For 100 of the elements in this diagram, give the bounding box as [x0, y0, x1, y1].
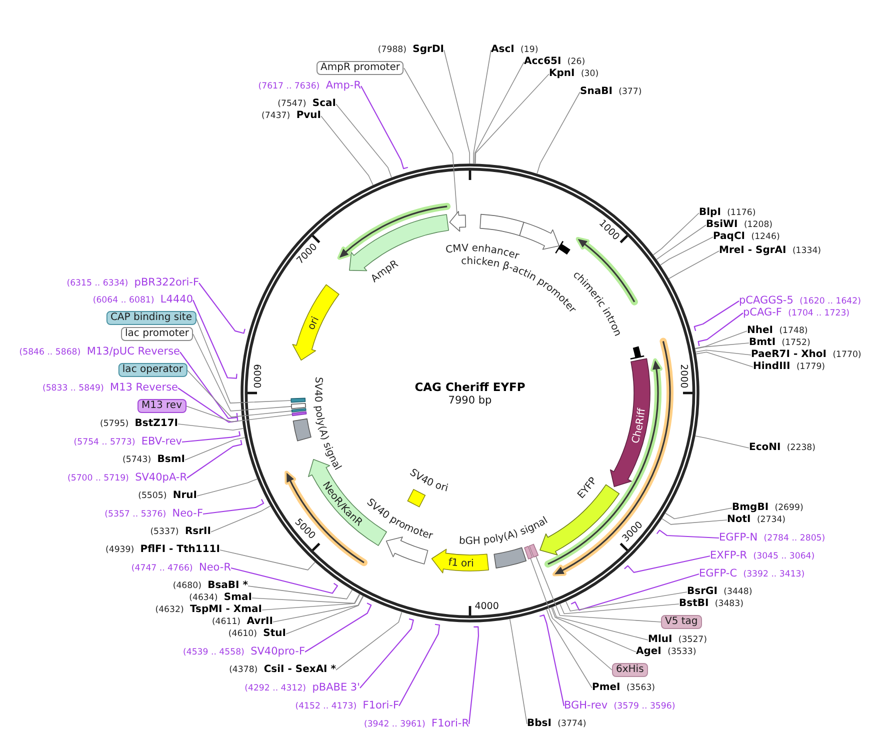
feature-label: f1 ori: [448, 557, 474, 570]
feature-tag: lac operator: [118, 363, 187, 377]
leader-line: [360, 86, 408, 170]
enzyme-label: NheI (1748): [747, 325, 808, 337]
tick-label: 2000: [678, 364, 689, 388]
leader-line: [652, 212, 700, 256]
leader-line: [509, 618, 528, 724]
leader-line: [560, 604, 680, 614]
primer-label: (4292 .. 4312) pBABE 3': [244, 682, 360, 694]
enzyme-label: BbsI (3774): [527, 718, 586, 730]
primer-label: pCAG-F (1704 .. 1723): [743, 306, 850, 320]
leader-line: [192, 300, 238, 379]
feature-label: ori: [306, 315, 322, 332]
leader-line: [252, 594, 360, 604]
primer-label: (3942 .. 3961) F1ori-R: [364, 718, 469, 730]
leader-line: [552, 606, 648, 640]
enzyme-label: BstBI (3483): [679, 598, 744, 610]
leader-line: [444, 50, 470, 164]
feature-mark: [291, 408, 306, 412]
leader-line: [202, 498, 264, 515]
enzyme-label: (4632) TspMI - XmaI: [155, 604, 262, 616]
enzyme-label: (5337) RsrII: [150, 526, 211, 538]
leader-line: [624, 555, 710, 573]
primer-label: (5357 .. 5376) Neo-F: [104, 508, 203, 520]
leader-line: [656, 530, 720, 539]
primer-label: EXFP-R (3045 .. 3064): [710, 550, 815, 562]
enzyme-label: (5795) BstZ17I: [100, 418, 178, 430]
enzyme-label: (4939) PflFI - Tth111I: [106, 544, 220, 556]
primer-label: BGH-rev (3579 .. 3596): [564, 700, 676, 712]
leader-line: [178, 424, 244, 431]
leader-line: [360, 618, 414, 688]
feature-label: SV40 ori: [408, 467, 450, 494]
primer-label: (5754 .. 5773) EBV-rev: [74, 436, 182, 448]
primer-label: (4539 .. 4558) SV40pro-F: [183, 646, 305, 658]
primer-label: (7617 .. 7636) Amp-R: [258, 80, 361, 92]
primer-label: (5700 .. 5719) SV40pA-R: [68, 472, 187, 484]
feature-mark: [290, 402, 306, 409]
leader-line: [180, 352, 238, 419]
primer-label: (5846 .. 5868) M13/pUC Reverse: [19, 346, 180, 358]
enzyme-label: BmgBI (2699): [732, 502, 804, 514]
enzyme-label: (7547) ScaI: [278, 98, 336, 110]
feature-band: [431, 548, 489, 574]
enzyme-label: (4634) SmaI: [189, 592, 252, 604]
leader-line: [186, 370, 292, 418]
leader-line: [694, 342, 750, 350]
primer-label: (6064 .. 6081) L4440: [92, 294, 193, 306]
enzyme-label: HindIII (1779): [753, 361, 826, 373]
leader-line: [186, 440, 242, 478]
leader-line: [698, 312, 744, 346]
tick-label: 6000: [251, 364, 262, 388]
leader-line: [656, 224, 706, 260]
feature-band: [292, 284, 340, 361]
feature-box: [292, 376, 343, 472]
enzyme-label: AgeI (3533): [636, 646, 696, 658]
feature-mark: [292, 411, 307, 416]
leader-line: [566, 592, 688, 612]
primer-label: pCAGGS-5 (1620 .. 1642): [739, 294, 861, 308]
leader-line: [398, 624, 440, 706]
feature-band: [364, 496, 434, 564]
enzyme-label: BsrGI (3448): [687, 586, 752, 598]
leader-line: [546, 608, 592, 688]
enzyme-label: PaeR7I - XhoI (1770): [751, 349, 862, 361]
enzyme-label: BsiWI (1208): [706, 219, 773, 231]
leader-line: [192, 334, 292, 412]
tick-label: 4000: [474, 600, 499, 612]
leader-line: [665, 508, 732, 520]
leader-line: [220, 550, 316, 570]
leader-line: [198, 282, 246, 334]
leader-line: [473, 50, 492, 164]
leader-line: [570, 573, 700, 611]
feature-tag: lac promoter: [121, 327, 193, 341]
leader-line: [262, 594, 360, 610]
enzyme-label: (7437) PvuI: [262, 110, 321, 122]
enzyme-label: PmeI (3563): [592, 682, 656, 694]
feature-tag: M13 rev: [138, 399, 186, 413]
enzyme-label: NotI (2734): [727, 514, 786, 526]
enzyme-label: EcoNI (2238): [749, 442, 816, 454]
feature-mark: [290, 398, 306, 403]
enzyme-label: (4610) StuI: [228, 628, 286, 640]
leader-line: [695, 436, 750, 448]
enzyme-label: (7988) SgrDI: [378, 44, 444, 56]
enzyme-label: MluI (3527): [648, 634, 707, 646]
feature-tag: 6xHis: [612, 663, 648, 677]
enzyme-label: BmtI (1752): [749, 337, 810, 349]
map-title: CAG Cheriff EYFP: [414, 380, 526, 394]
leader-line: [536, 556, 662, 622]
primer-label: (4747 .. 4766) Neo-R: [131, 562, 231, 574]
feature-mark: [449, 210, 466, 232]
primer-label: EGFP-C (3392 .. 3413): [699, 568, 805, 580]
feature-tag: AmpR promoter: [316, 61, 404, 75]
enzyme-label: PaqCI (1246): [713, 231, 780, 243]
leader-line: [668, 250, 720, 279]
enzyme-label: (4680) BsaBI *: [172, 580, 248, 592]
primer-label: (5833 .. 5849) M13 Reverse: [42, 382, 178, 394]
leader-line: [695, 350, 752, 356]
leader-line: [539, 614, 565, 706]
leader-line: [230, 567, 338, 594]
enzyme-label: AscI (19): [491, 44, 538, 56]
leader-line: [304, 602, 372, 652]
leader-line: [468, 626, 480, 724]
